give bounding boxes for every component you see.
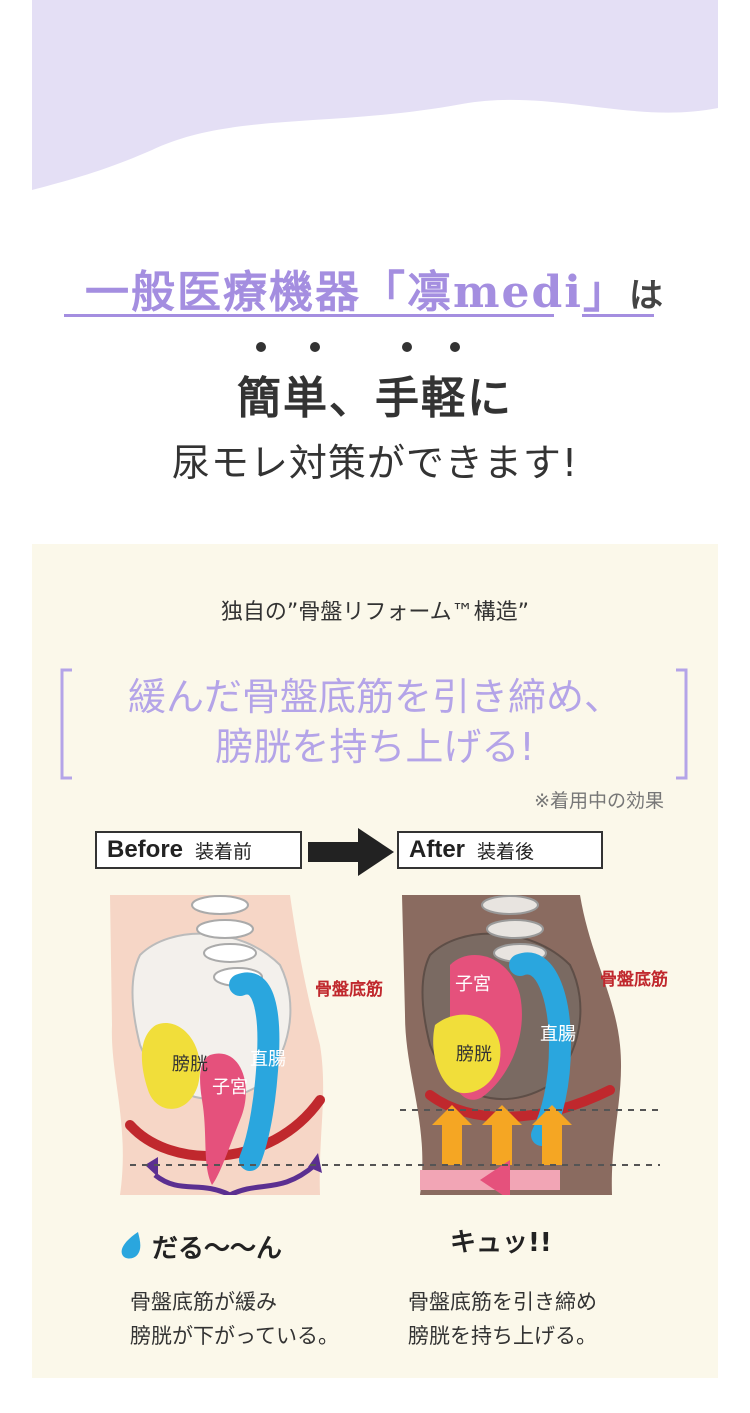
after-organ-uterus: 子宮 (455, 974, 491, 995)
before-onomatopoeia: だる〜〜ん (152, 1234, 283, 1264)
before-label-en: Before (107, 836, 184, 863)
emphasis-dots (0, 342, 750, 356)
before-label: Before 装着前 (95, 831, 302, 869)
hero-title-line2: 簡単、手軽に (237, 373, 513, 424)
before-organ-rectum: 直腸 (250, 1049, 286, 1070)
after-onomatopoeia: キュッ!! (450, 1228, 552, 1258)
after-label: After 装着後 (397, 831, 603, 869)
title-particle: は (629, 276, 666, 316)
pelvis-diagram: 膀胱 子宮 直腸 骨盤底筋 子宮 膀胱 直腸 骨盤底筋 (110, 895, 668, 1195)
title-underline-2 (582, 314, 654, 317)
structure-label: 独自の”骨盤リフォーム™構造” (220, 600, 530, 625)
hero-title-line3: 尿モレ対策ができます! (171, 441, 579, 485)
drop-icon (118, 1230, 144, 1260)
after-label-jp: 装着後 (477, 840, 535, 863)
headline: 緩んだ骨盤底筋を引き締め、 膀胱を持ち上げる! (0, 672, 750, 772)
before-caption: 骨盤底筋が緩み 膀胱が下がっている。 (130, 1285, 339, 1353)
header-wave (32, 0, 718, 190)
after-caption-line2: 膀胱を持ち上げる。 (408, 1324, 597, 1348)
after-organ-bladder: 膀胱 (456, 1044, 492, 1065)
before-organ-uterus: 子宮 (212, 1077, 248, 1098)
before-pelvic-floor: 骨盤底筋 (315, 979, 383, 1000)
before-organ-bladder: 膀胱 (172, 1054, 208, 1075)
after-pelvis-illustration: 子宮 膀胱 直腸 骨盤底筋 (402, 895, 668, 1195)
headline-line2: 膀胱を持ち上げる! (215, 725, 535, 769)
before-caption-line1: 骨盤底筋が緩み (130, 1290, 277, 1314)
before-caption-line2: 膀胱が下がっている。 (130, 1324, 339, 1348)
after-caption: 骨盤底筋を引き締め 膀胱を持ち上げる。 (408, 1285, 597, 1353)
after-pelvic-floor: 骨盤底筋 (600, 969, 668, 990)
before-label-jp: 装着前 (195, 840, 253, 863)
hero-title-line1: 一般医療機器「凛medi」は (0, 256, 750, 320)
after-caption-line1: 骨盤底筋を引き締め (408, 1290, 597, 1314)
before-pelvis-illustration: 膀胱 子宮 直腸 骨盤底筋 (110, 895, 383, 1195)
title-underline (64, 314, 554, 317)
arrow-right-icon (308, 828, 394, 876)
headline-line1: 緩んだ骨盤底筋を引き締め、 (127, 675, 622, 719)
usage-note: ※着用中の効果 (534, 790, 664, 812)
headline-brackets (60, 668, 688, 780)
after-label-en: After (409, 836, 466, 863)
product-title: 一般医療機器「凛medi」 (84, 267, 630, 318)
after-organ-rectum: 直腸 (540, 1024, 576, 1045)
